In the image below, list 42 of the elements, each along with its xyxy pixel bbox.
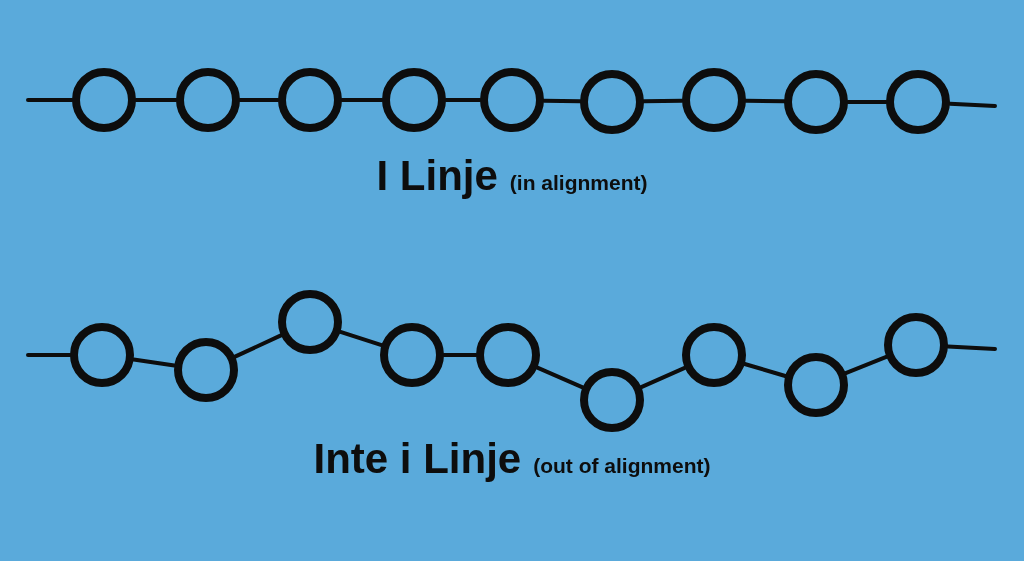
connector-line	[131, 357, 177, 368]
ring-circle	[682, 323, 746, 387]
connector-line	[542, 98, 582, 104]
connector-line	[742, 362, 788, 378]
connector-line	[846, 100, 888, 104]
ring-circle	[476, 323, 540, 387]
ring-circle	[884, 313, 948, 377]
connector-line	[744, 98, 786, 104]
ring-circle	[580, 368, 644, 432]
ring-circle	[682, 68, 746, 132]
connector-line	[947, 101, 997, 108]
ring-circle	[174, 338, 238, 402]
caption-title: Inte i Linje	[313, 435, 522, 483]
connector-line	[442, 353, 478, 357]
connector-line	[338, 329, 384, 348]
connector-line	[26, 353, 72, 357]
caption-title: I Linje	[376, 152, 498, 200]
ring-circle	[72, 68, 136, 132]
ring-circle	[480, 68, 544, 132]
ring-circle	[784, 70, 848, 134]
ring-circle	[278, 290, 342, 354]
ring-circle	[380, 323, 444, 387]
connector-line	[238, 98, 280, 102]
ring-circle	[886, 70, 950, 134]
ring-circle	[176, 68, 240, 132]
connector-line	[444, 98, 482, 102]
ring-circle	[382, 68, 446, 132]
connector-line	[233, 333, 283, 359]
connector-line	[639, 365, 687, 390]
connector-line	[26, 98, 74, 102]
connector-line	[843, 354, 889, 376]
ring-circle	[278, 68, 342, 132]
connector-line	[642, 98, 684, 104]
ring-circle	[784, 353, 848, 417]
caption-note: (out of alignment)	[533, 454, 711, 478]
caption-note: (in alignment)	[509, 171, 648, 195]
connector-line	[340, 98, 384, 102]
ring-circle	[70, 323, 134, 387]
connector-line	[945, 344, 997, 351]
ring-circle	[580, 70, 644, 134]
connector-line	[535, 365, 585, 390]
connector-line	[134, 98, 178, 102]
